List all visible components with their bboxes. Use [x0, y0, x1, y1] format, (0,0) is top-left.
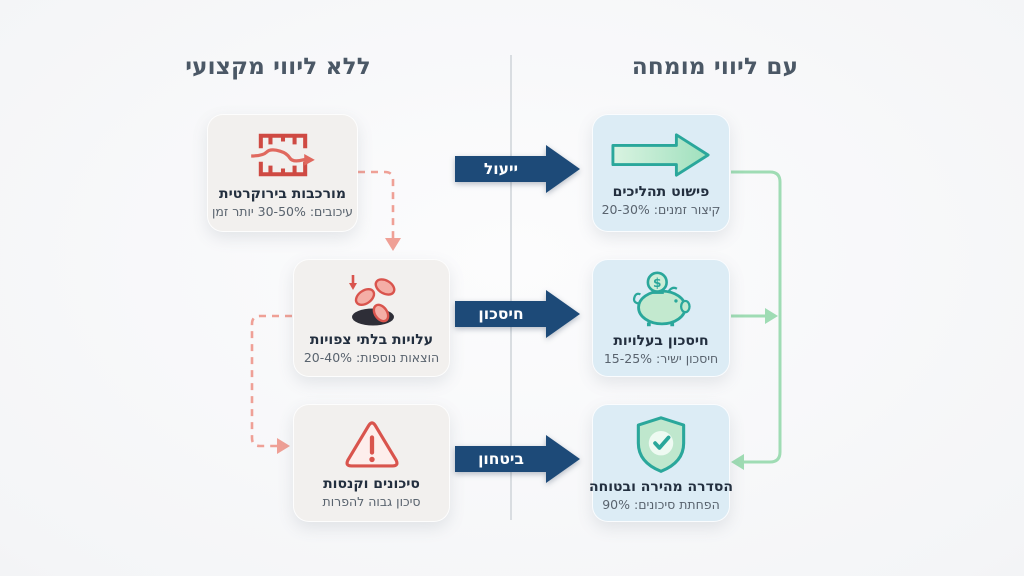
- green-arrow-icon: [610, 130, 712, 180]
- flow-arrow-label: ביטחון: [478, 450, 524, 468]
- card-title: מורכבות בירוקרטית: [219, 185, 346, 202]
- piggy-bank-icon: $: [626, 271, 696, 329]
- dashed-connector-l2-l3: [250, 314, 292, 454]
- green-connector-r2-branch: [731, 308, 778, 324]
- right-arrow-icon: [455, 435, 580, 483]
- card-risks-and-fines: סיכונים וקנסות סיכון גבוה להפרות: [293, 404, 450, 522]
- center-divider: [510, 55, 512, 520]
- shield-check-icon: [632, 415, 690, 475]
- svg-text:$: $: [653, 275, 661, 289]
- card-subtitle: עיכובים: 30-50% יותר זמן: [212, 203, 353, 219]
- card-title: סיכונים וקנסות: [323, 475, 420, 492]
- arrowhead-left-icon: [731, 454, 744, 470]
- card-cost-savings: $ חיסכון בעלויות חיסכון ישיר: 15-25%: [592, 259, 730, 377]
- card-unexpected-costs: עלויות בלתי צפויות הוצאות נוספות: 20-40%: [293, 259, 450, 377]
- card-subtitle: קיצור זמנים: 20-30%: [601, 201, 721, 217]
- card-fast-safe-regulation: הסדרה מהירה ובטוחה הפחתת סיכונים: 90%: [589, 404, 733, 522]
- right-arrow-icon: [455, 290, 580, 338]
- coins-drain-icon: [340, 272, 404, 328]
- warning-triangle-icon: [342, 418, 402, 472]
- flow-arrow-efficiency: ייעול: [455, 144, 581, 194]
- card-title: הסדרה מהירה ובטוחה: [589, 478, 733, 495]
- flow-arrow-label: ייעול: [483, 160, 519, 178]
- left-column-header: ללא ליווי מקצועי: [185, 54, 371, 80]
- card-subtitle: הוצאות נוספות: 20-40%: [303, 349, 440, 365]
- card-subtitle: סיכון גבוה להפרות: [322, 493, 421, 509]
- card-title: עלויות בלתי צפויות: [309, 331, 434, 348]
- card-subtitle: הפחתת סיכונים: 90%: [602, 496, 720, 512]
- arrowhead-down-icon: [385, 238, 401, 251]
- arrowhead-right-icon: [277, 438, 290, 454]
- flow-arrow-security: ביטחון: [455, 434, 581, 484]
- card-subtitle: חיסכון ישיר: 15-25%: [603, 350, 719, 366]
- dashed-connector-l1-l2: [358, 170, 401, 251]
- card-process-simplification: פישוט תהליכים קיצור זמנים: 20-30%: [592, 114, 730, 232]
- card-title: פישוט תהליכים: [612, 183, 710, 200]
- flow-arrow-label: חיסכון: [478, 305, 524, 323]
- flow-arrow-savings: חיסכון: [455, 289, 581, 339]
- card-bureaucratic-complexity: מורכבות בירוקרטית עיכובים: 30-50% יותר ז…: [207, 114, 358, 232]
- card-title: חיסכון בעלויות: [613, 332, 709, 349]
- arrowhead-right-icon: [765, 308, 778, 324]
- maze-arrow-icon: [250, 128, 316, 182]
- right-arrow-icon: [455, 145, 580, 193]
- right-column-header: עם ליווי מומחה: [631, 54, 799, 80]
- green-connector-r1-r3: [731, 170, 782, 470]
